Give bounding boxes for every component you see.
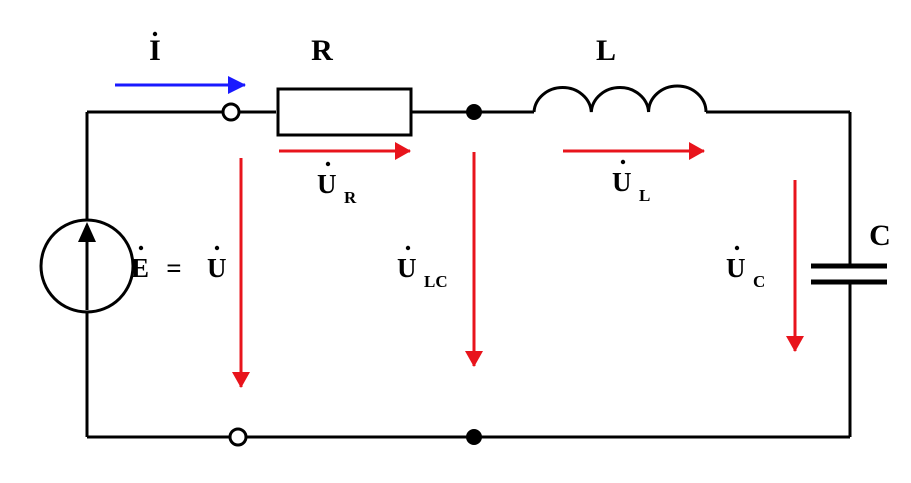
ur-main-text: U bbox=[317, 169, 337, 199]
ul-label: U L bbox=[612, 159, 650, 205]
resistor bbox=[276, 87, 413, 137]
ulc-main-text: U bbox=[397, 253, 417, 283]
uc-main-text: U bbox=[726, 253, 746, 283]
bottom-node bbox=[466, 429, 482, 445]
capacitor bbox=[811, 263, 887, 285]
ur-label: U R bbox=[317, 161, 357, 207]
source-equals-text: = bbox=[166, 253, 181, 283]
uc-label: U C bbox=[726, 245, 765, 291]
bottom-terminal bbox=[228, 427, 248, 447]
ulc-subscript: LC bbox=[424, 272, 448, 291]
resistor-label: R bbox=[311, 34, 333, 67]
ulc-label: U LC bbox=[397, 245, 448, 291]
source-label: E = U bbox=[131, 245, 227, 283]
source-e-text: E bbox=[131, 253, 149, 283]
top-terminal bbox=[221, 102, 241, 122]
voltage-source bbox=[39, 218, 135, 314]
ul-main-text: U bbox=[612, 167, 632, 197]
ul-subscript: L bbox=[639, 186, 650, 205]
ur-subscript: R bbox=[344, 188, 357, 207]
current-label: I bbox=[149, 31, 161, 67]
capacitor-label: C bbox=[869, 219, 891, 252]
uc-subscript: C bbox=[753, 272, 765, 291]
inductor-label: L bbox=[596, 34, 616, 67]
source-u-text: U bbox=[207, 253, 227, 283]
top-node bbox=[466, 104, 482, 120]
inductor bbox=[532, 84, 708, 113]
current-label-text: I bbox=[149, 34, 161, 67]
